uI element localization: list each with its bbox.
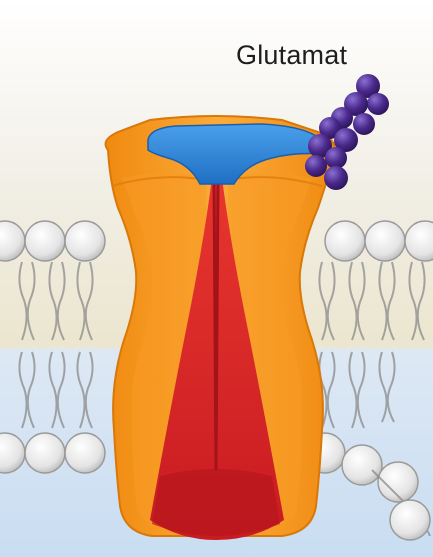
receptor-pore-funnel [152, 469, 280, 536]
ligand-label: Glutamat [236, 40, 347, 71]
